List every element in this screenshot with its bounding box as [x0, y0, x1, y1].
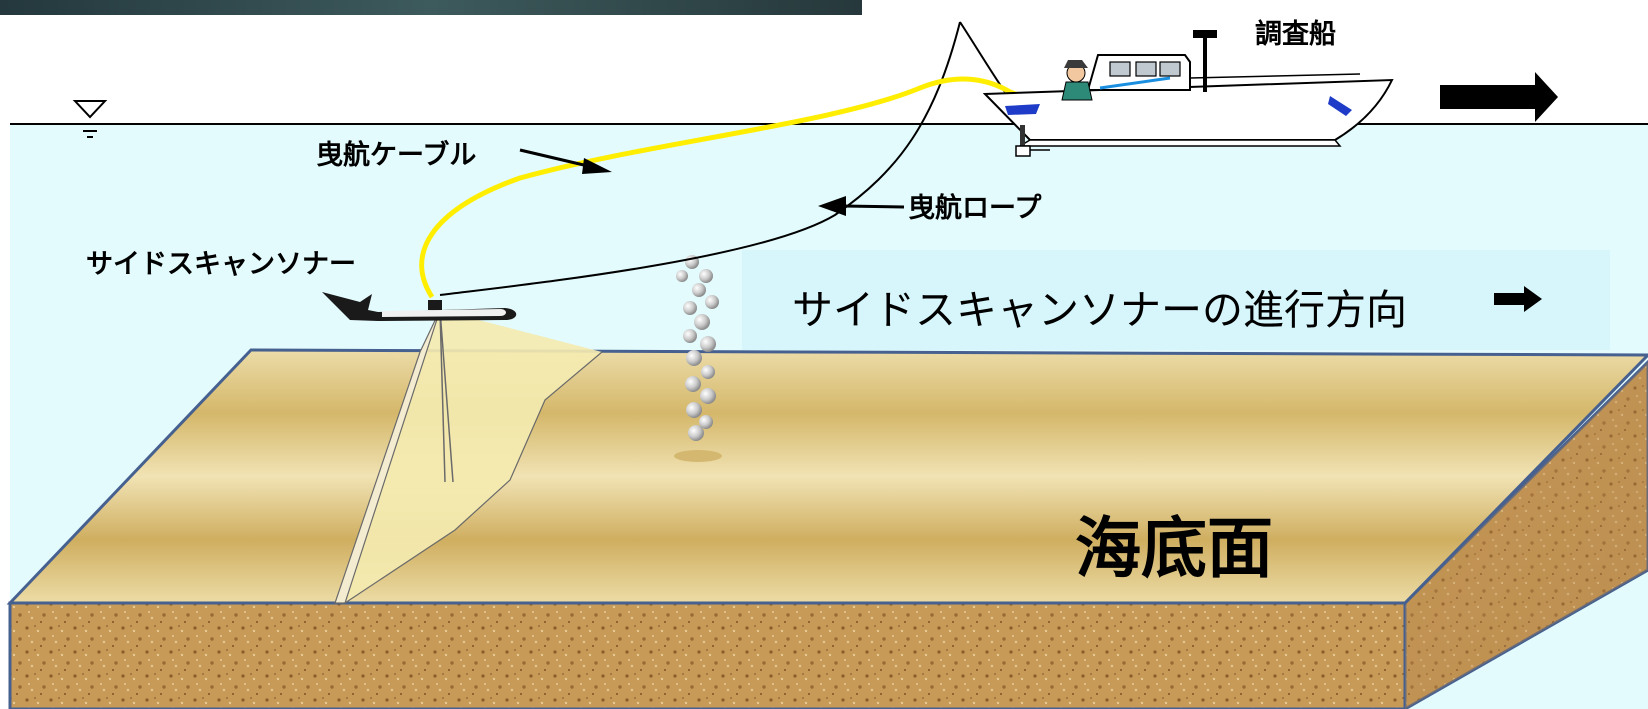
- rope-pointer-arrow: [818, 196, 905, 216]
- seabed-surface: [6, 348, 1648, 605]
- tow-cable-label: 曳航ケーブル: [316, 140, 477, 171]
- seabed-front-face: [8, 601, 1407, 709]
- sonar-direction-box: サイドスキャンソナーの進行方向: [742, 250, 1610, 350]
- right-arrow-icon: [1494, 286, 1542, 312]
- seabed-label: 海底面: [1075, 510, 1273, 587]
- water-level-icon: [72, 100, 108, 138]
- side-scan-sonar-label: サイドスキャンソナー: [86, 249, 356, 280]
- tow-cable: [419, 76, 1076, 299]
- tow-rope-label: 曳航ロープ: [908, 193, 1042, 224]
- sonar-direction-label: サイドスキャンソナーの進行方向: [792, 286, 1407, 334]
- tow-rope: [439, 21, 961, 296]
- photo-strip: [0, 0, 862, 15]
- survey-ship: [982, 30, 1394, 157]
- side-scan-sonar-fish: [322, 292, 517, 321]
- survey-ship-label: 調査船: [1255, 19, 1336, 50]
- ship-direction-arrow-icon: [1440, 72, 1558, 122]
- cable-pointer-arrow: [519, 148, 612, 174]
- sonar-beam: [334, 309, 603, 604]
